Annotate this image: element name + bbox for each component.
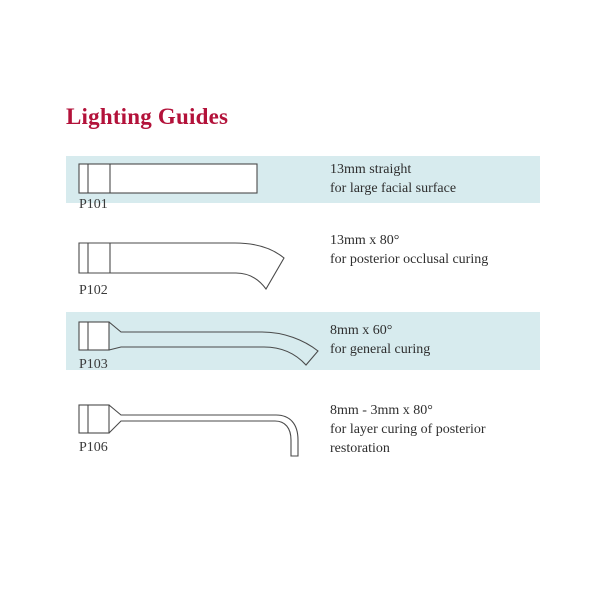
guide-usage: for general curing [330, 342, 431, 357]
guide-code: P103 [79, 357, 108, 372]
guide-spec: 8mm x 60° [330, 323, 393, 338]
guide-description: 8mm - 3mm x 80° for layer curing of post… [330, 401, 486, 458]
guide-usage: for posterior occlusal curing [330, 252, 489, 267]
guide-spec: 8mm - 3mm x 80° [330, 403, 433, 418]
guide-usage: for layer curing of posterior [330, 422, 486, 437]
guide-description: 13mm straight for large facial surface [330, 160, 456, 198]
guide-description: 13mm x 80° for posterior occlusal curing [330, 231, 488, 269]
guide-code: P102 [79, 283, 108, 298]
guide-spec: 13mm x 80° [330, 233, 400, 248]
guide-code: P106 [79, 440, 108, 455]
guide-spec: 13mm straight [330, 162, 412, 177]
guide-code: P101 [79, 197, 108, 212]
guide-usage: for large facial surface [330, 181, 457, 196]
page-title: Lighting Guides [66, 104, 229, 129]
guide-usage-continued: restoration [330, 441, 390, 456]
guide-description: 8mm x 60° for general curing [330, 321, 430, 359]
